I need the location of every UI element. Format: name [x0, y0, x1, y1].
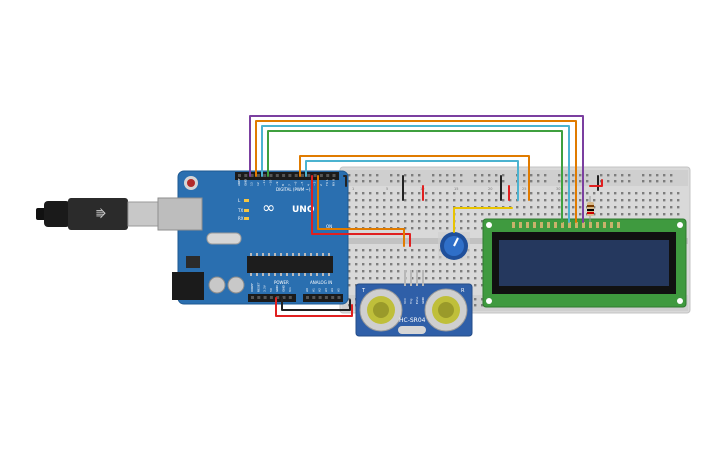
infinity-logo-icon: ∞: [262, 198, 275, 217]
atmega-chip: [247, 256, 333, 273]
sensor-pin-label: VCC: [403, 298, 407, 304]
wire-cyan-2: [305, 160, 519, 201]
digital-header: [235, 172, 339, 180]
analog-pin-label: A2: [318, 288, 322, 292]
column-number: 15: [454, 187, 458, 191]
analog-pin-label: A0: [305, 288, 309, 292]
lcd-screen: [499, 240, 669, 286]
digital-pin-label: 8: [281, 184, 285, 186]
power-jack: [172, 272, 204, 300]
digital-pin-label: ~5: [300, 181, 304, 186]
voltage-regulator: [186, 256, 200, 268]
digital-pin-label: TX 1: [325, 179, 329, 187]
led-label-rx: RX: [238, 216, 244, 221]
usb-port: [157, 197, 203, 231]
wire-orange-1: [255, 120, 577, 223]
sensor-pin-label: Echo: [415, 297, 419, 304]
digital-pin-label: ~11: [262, 180, 266, 186]
digital-pin-label: 2: [319, 184, 323, 186]
receiver-mark: R: [461, 288, 465, 294]
wires: [249, 115, 603, 317]
wire-red-5v: [275, 297, 353, 317]
wire-orange-2: [299, 155, 530, 201]
analog-pin-label: A3: [324, 288, 328, 292]
digital-pin-label: 12: [256, 182, 260, 186]
digital-pin-label: ~9: [275, 181, 279, 186]
digital-pin-label: ~3: [313, 181, 317, 186]
wire-purple: [249, 115, 584, 223]
sensor-pin-label: GND: [421, 296, 425, 304]
wire-yellow: [453, 207, 513, 233]
digital-pin-label: 4: [306, 184, 310, 186]
power-pin-label: IOREF: [250, 283, 254, 292]
capacitor: [208, 276, 226, 294]
wire-green: [267, 130, 563, 223]
power-pin-label: 3.3V: [263, 284, 267, 292]
analog-header-label: ANALOG IN: [310, 280, 332, 285]
power-pin-label: GND: [282, 284, 286, 292]
resistor: [587, 196, 594, 222]
sensor-pin-label: Trig: [409, 299, 413, 305]
power-pin-label: 5V: [269, 287, 273, 292]
digital-pin-label: RX 0: [332, 179, 336, 186]
analog-pin-label: A4: [330, 288, 334, 292]
wire-red-3: [589, 179, 603, 187]
column-number: 5: [386, 187, 388, 191]
led-label-l: L: [238, 198, 241, 203]
digital-pin-label: ~6: [294, 181, 298, 186]
digital-pin-label: 7: [287, 184, 291, 186]
crystal: [206, 232, 242, 245]
wire-orange-echo: [317, 175, 405, 247]
digital-pin-label: 13: [250, 182, 254, 186]
analog-pin-label: A5: [337, 288, 341, 292]
sensor-model: HC-SR04: [399, 317, 426, 324]
usb-icon: ⭆: [96, 208, 106, 221]
usb-cable: ⭆: [36, 198, 159, 230]
power-pin-label: GND: [275, 284, 279, 292]
analog-pin-label: A1: [311, 288, 315, 292]
column-number: 20: [488, 187, 492, 191]
on-label: ON: [326, 224, 332, 229]
wire-black-top: [343, 175, 347, 187]
led-label-tx: TX: [237, 208, 243, 213]
capacitor: [227, 276, 245, 294]
column-number: 30: [556, 187, 560, 191]
analog-header: [303, 294, 343, 302]
column-number: 25: [522, 187, 526, 191]
digital-pin-label: GND: [243, 178, 247, 186]
transmitter-mark: T: [361, 288, 366, 294]
power-header-label: POWER: [274, 280, 289, 285]
power-pin-label: Vin: [288, 287, 292, 292]
wire-red-trig: [311, 175, 411, 247]
potentiometer: [438, 232, 470, 260]
wire-cyan-1: [261, 125, 570, 223]
column-number: 1: [352, 187, 354, 191]
power-pin-label: RESET: [256, 282, 260, 292]
lcd-display: [482, 218, 687, 308]
digital-header-label: DIGITAL (PWM ~): [276, 187, 311, 192]
digital-pin-label: AREF: [237, 178, 241, 186]
arduino-logo-text: UNO: [292, 205, 315, 215]
digital-pin-label: ~10: [269, 180, 273, 186]
wire-black-gnd: [281, 297, 351, 311]
